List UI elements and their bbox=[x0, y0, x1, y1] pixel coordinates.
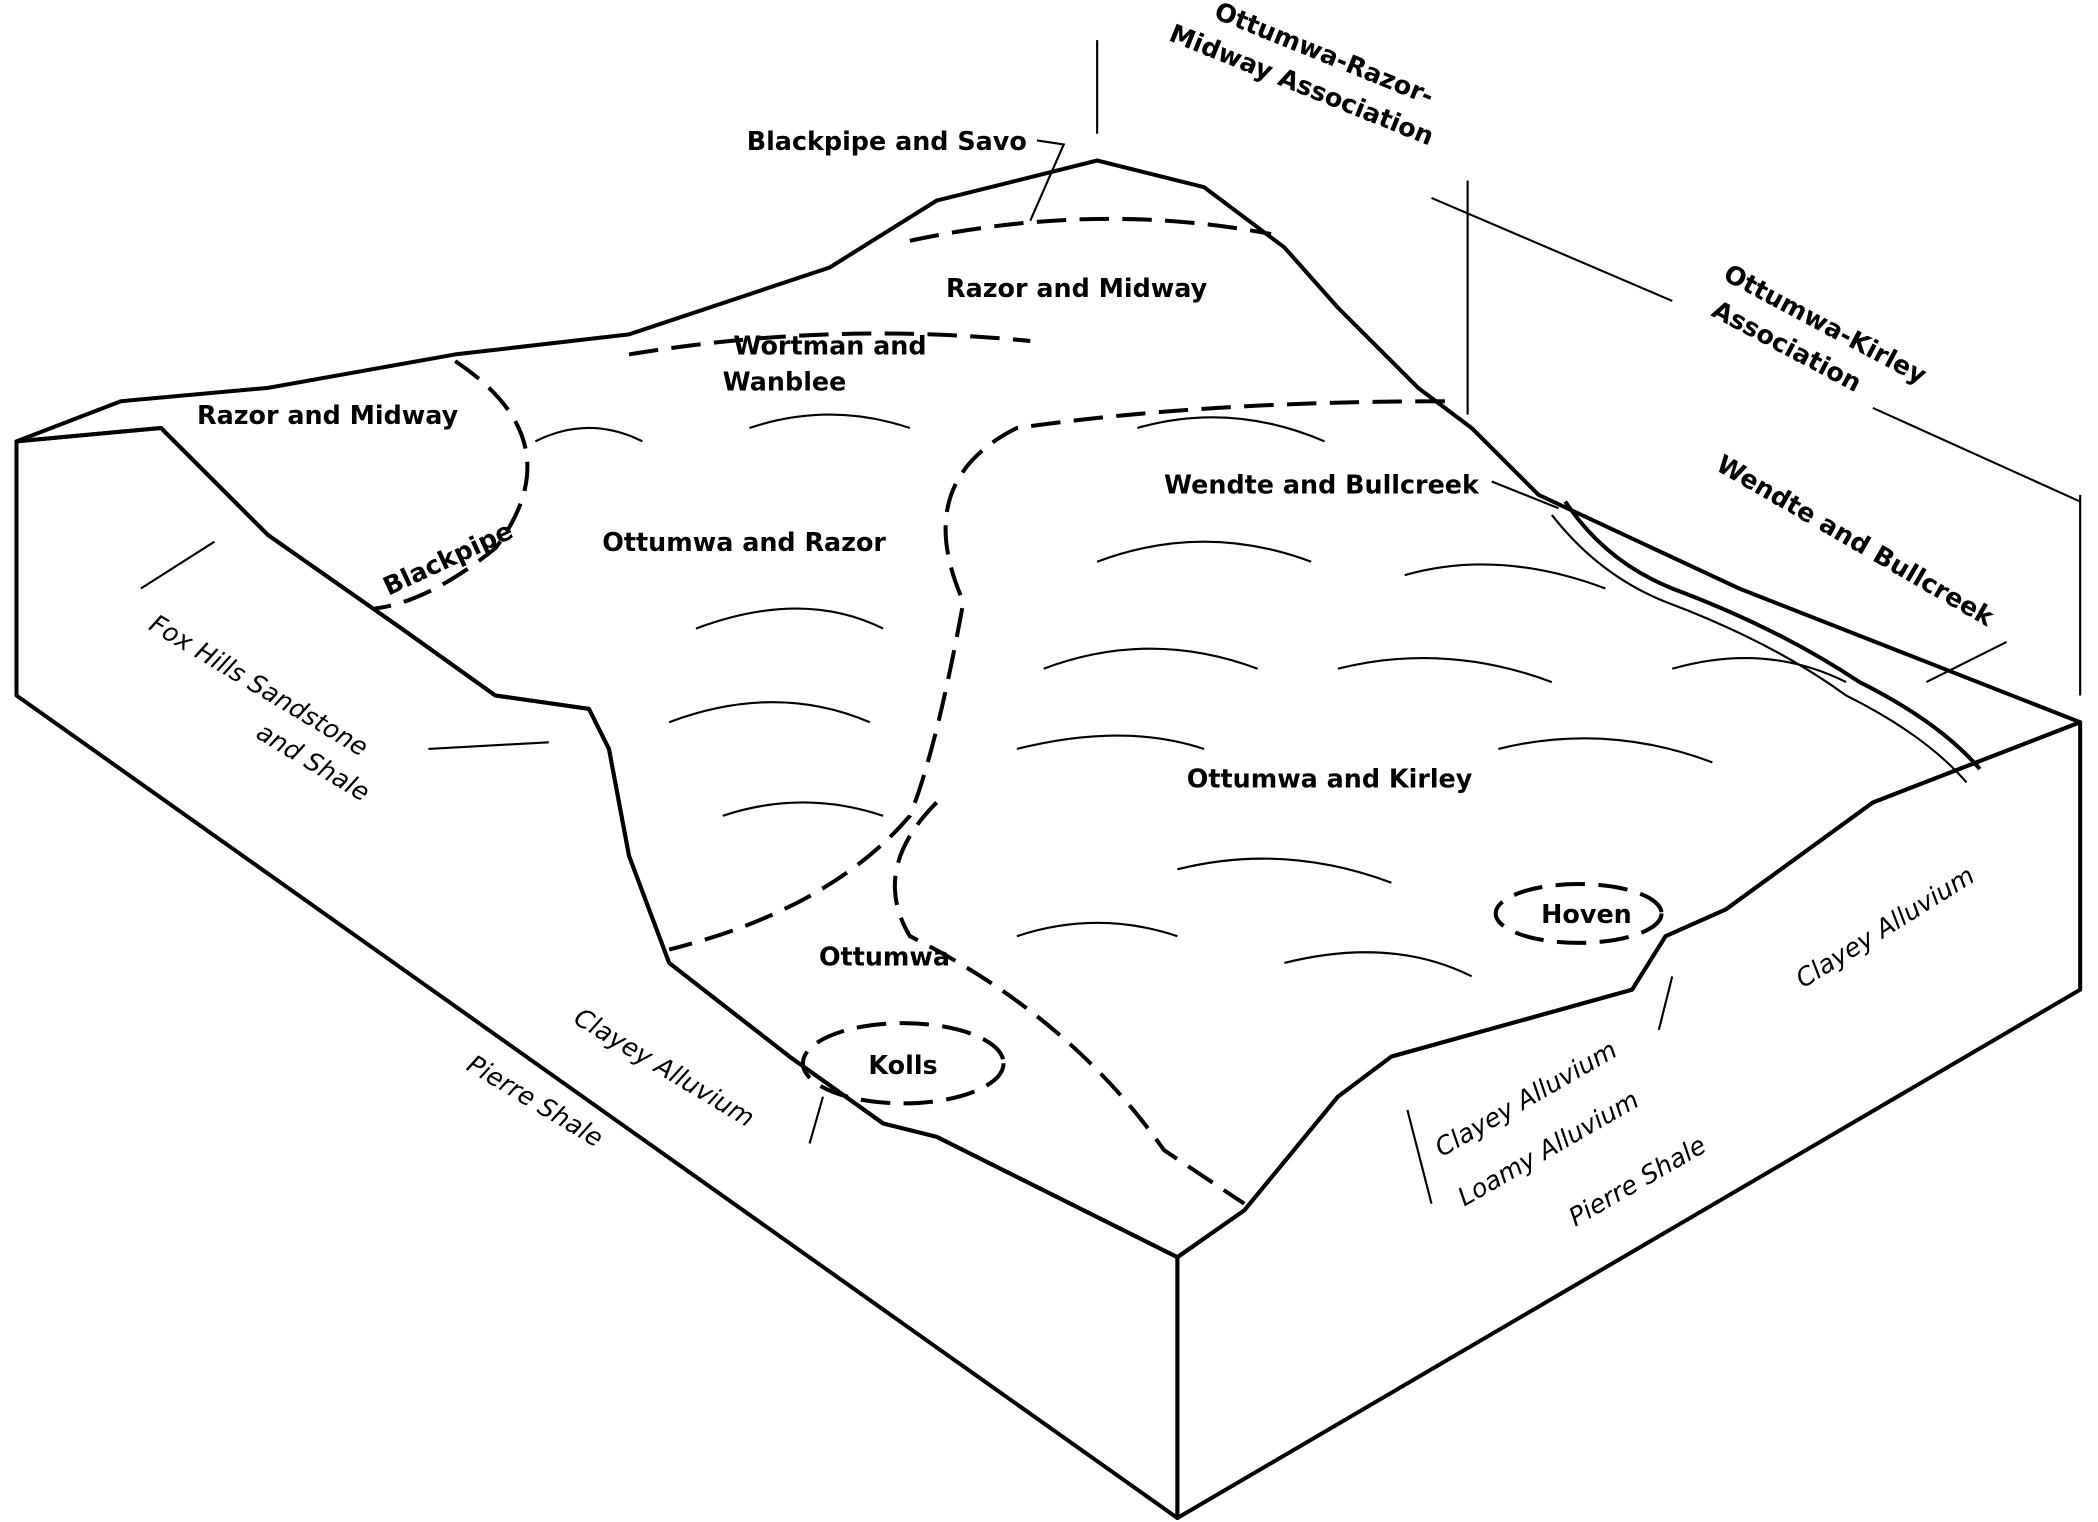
boundary-blackpipe-savo bbox=[909, 216, 1272, 243]
label-blackpipe: Blackpipe bbox=[378, 515, 517, 601]
label-wendte-bullcreek-center: Wendte and Bullcreek bbox=[1164, 470, 1480, 500]
label-wanblee: Wanblee bbox=[723, 367, 847, 397]
boundary-ottumwa-razor bbox=[668, 399, 1445, 952]
label-clayey-alluvium-right: Clayey Alluvium bbox=[1790, 860, 1979, 994]
label-wendte-bullcreek-right: Wendte and Bullcreek bbox=[1711, 448, 2000, 632]
leader-lines bbox=[140, 139, 2008, 1204]
boundary-blackpipe bbox=[374, 359, 530, 611]
terrain-contours bbox=[534, 413, 1847, 978]
right-face-pierre-shale bbox=[1175, 720, 2083, 1520]
boundary-hoven bbox=[1493, 882, 1664, 945]
label-razor-midway-left: Razor and Midway bbox=[197, 400, 459, 430]
label-kolls: Kolls bbox=[868, 1050, 937, 1080]
left-face-pierre-shale bbox=[14, 425, 1180, 1520]
stream-channel bbox=[1563, 500, 1982, 771]
boundary-kolls bbox=[800, 1021, 1006, 1106]
label-blackpipe-savo: Blackpipe and Savo bbox=[747, 126, 1027, 156]
association-brackets bbox=[1096, 40, 2082, 696]
boundary-razor-midway bbox=[628, 331, 1031, 357]
label-hoven: Hoven bbox=[1541, 899, 1632, 929]
label-ottumwa-kirley: Ottumwa and Kirley bbox=[1187, 764, 1473, 794]
label-clayey-alluvium-left: Clayey Alluvium bbox=[569, 1002, 760, 1133]
label-ottumwa: Ottumwa bbox=[819, 942, 950, 972]
label-ottumwa-razor: Ottumwa and Razor bbox=[602, 527, 886, 557]
label-razor-midway-top: Razor and Midway bbox=[946, 273, 1208, 303]
label-wortman: Wortman and bbox=[733, 330, 926, 360]
terrain-surface bbox=[14, 158, 2083, 1260]
stream-channel-2 bbox=[1551, 514, 1968, 784]
